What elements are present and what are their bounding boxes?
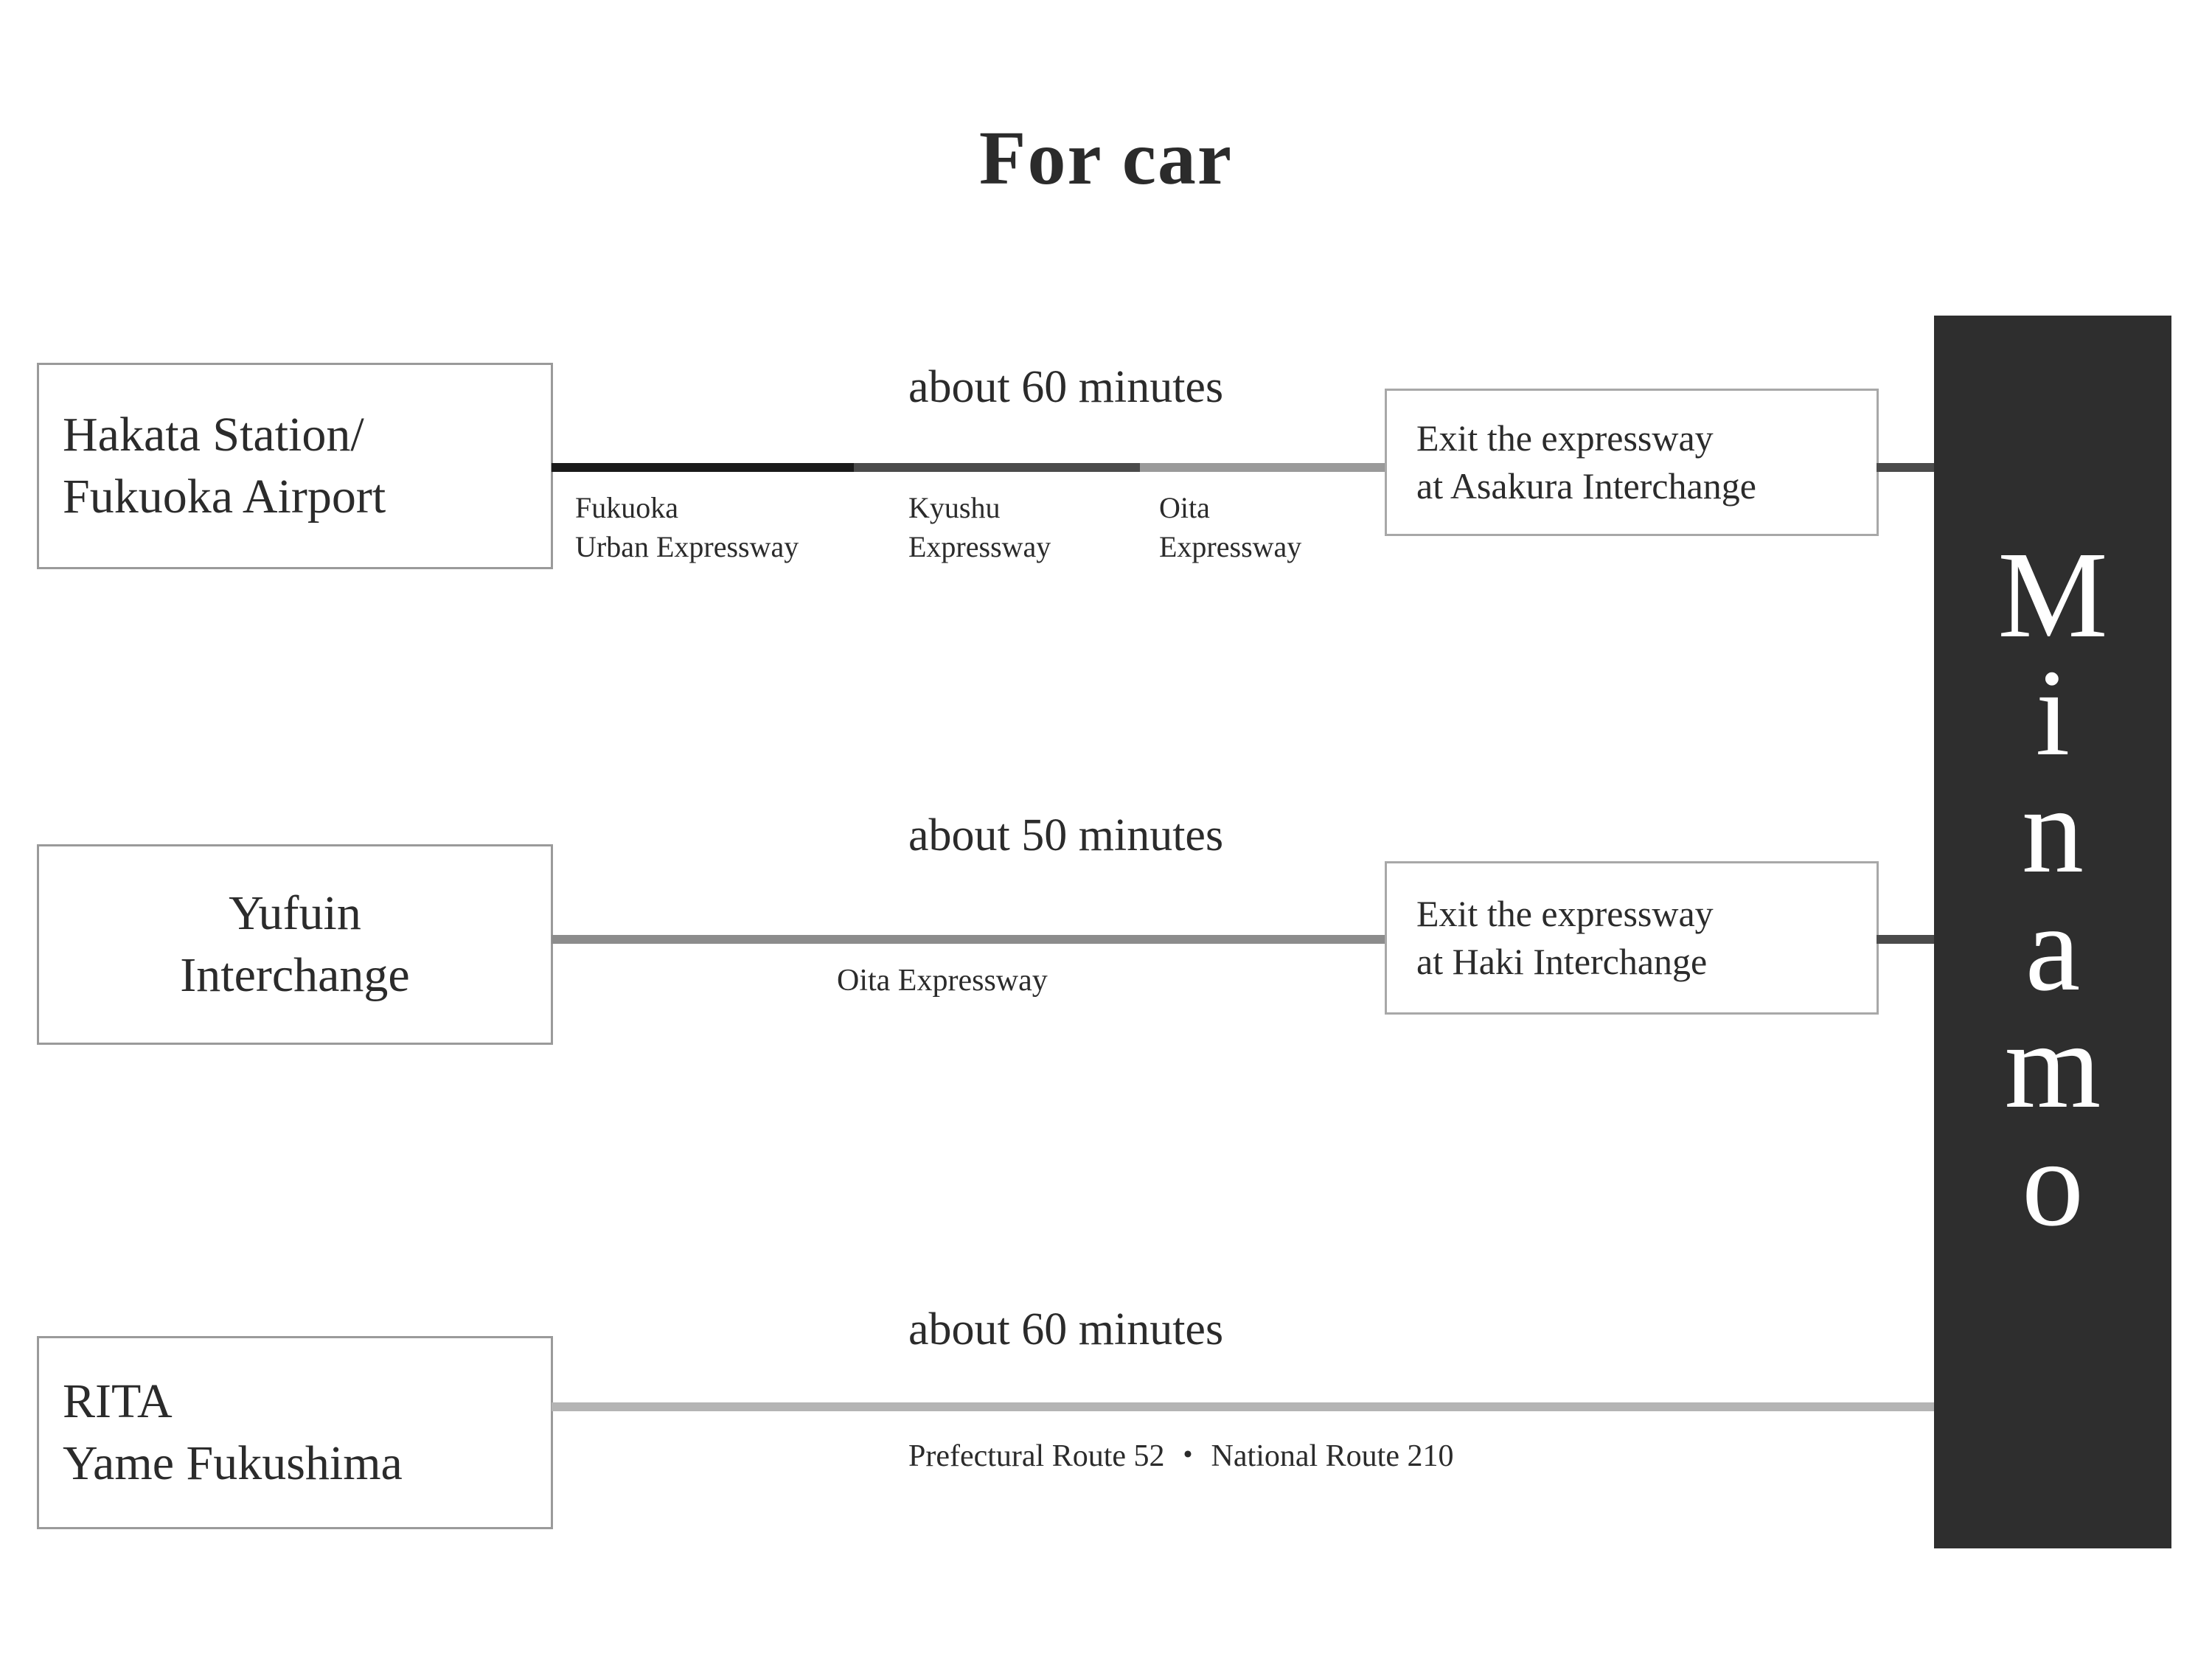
segment-caption-routes-rita: Prefectural Route 52 ・ National Route 21… — [908, 1439, 1454, 1473]
exit-note-line: at Haki Interchange — [1416, 941, 1708, 982]
origin-line: Hakata Station/ — [63, 407, 364, 462]
segment-caption-kyushu: Kyushu Expressway — [908, 488, 1159, 566]
destination-letter: o — [2022, 1114, 2084, 1252]
origin-box-yufuin: Yufuin Interchange — [37, 844, 553, 1045]
route-track-hakata — [552, 463, 1392, 472]
connector-asakura-to-destination — [1877, 463, 1937, 472]
route-segment-captions-hakata: Fukuoka Urban Expressway Kyushu Expressw… — [575, 488, 1430, 566]
origin-box-hakata: Hakata Station/ Fukuoka Airport — [37, 363, 553, 569]
route-segment-oita — [1139, 463, 1392, 472]
origin-line: RITA — [63, 1374, 173, 1428]
destination-letter: M — [1997, 526, 2108, 664]
destination-letter: m — [2004, 997, 2101, 1135]
duration-label-yufuin: about 50 minutes — [908, 810, 1224, 860]
origin-line: Yame Fukushima — [63, 1436, 403, 1490]
caption-line: Oita — [1159, 491, 1210, 524]
destination-letter: i — [2035, 644, 2070, 782]
origin-line: Fukuoka Airport — [63, 470, 386, 524]
exit-note-haki: Exit the expressway at Haki Interchange — [1385, 861, 1879, 1015]
destination-letter: n — [2022, 762, 2084, 900]
segment-caption-fukuoka-urban: Fukuoka Urban Expressway — [575, 488, 908, 566]
exit-note-line: Exit the expressway — [1416, 417, 1714, 459]
route-track-yufuin — [552, 935, 1392, 944]
exit-note-line: Exit the expressway — [1416, 893, 1714, 934]
page-title: For car — [978, 116, 1234, 201]
origin-box-rita: RITA Yame Fukushima — [37, 1336, 553, 1529]
caption-line: Expressway — [908, 530, 1051, 564]
caption-line: Urban Expressway — [575, 530, 799, 564]
caption-line: Expressway — [1159, 530, 1302, 564]
route-segment-oita — [552, 935, 1392, 944]
route-segment-kyushu — [854, 463, 1140, 472]
destination-letter: a — [2025, 879, 2081, 1017]
route-segment-fukuoka-urban — [552, 463, 855, 472]
destination-name-vertical: M i n a m o — [1934, 526, 2171, 1252]
duration-label-hakata: about 60 minutes — [908, 362, 1224, 412]
connector-haki-to-destination — [1877, 935, 1937, 944]
duration-label-rita: about 60 minutes — [908, 1304, 1224, 1354]
segment-caption-oita: Oita Expressway — [1159, 488, 1410, 566]
exit-note-line: at Asakura Interchange — [1416, 465, 1756, 507]
route-track-rita — [552, 1402, 1952, 1411]
exit-note-asakura: Exit the expressway at Asakura Interchan… — [1385, 389, 1879, 536]
segment-caption-oita-yufuin: Oita Expressway — [837, 964, 1048, 998]
route-segment-prefectural-national — [552, 1402, 1952, 1411]
origin-line: Yufuin — [229, 886, 361, 940]
origin-line: Interchange — [180, 948, 410, 1002]
caption-line: Fukuoka — [575, 491, 678, 524]
destination-panel-minamo: M i n a m o — [1934, 316, 2171, 1548]
caption-line: Kyushu — [908, 491, 1001, 524]
